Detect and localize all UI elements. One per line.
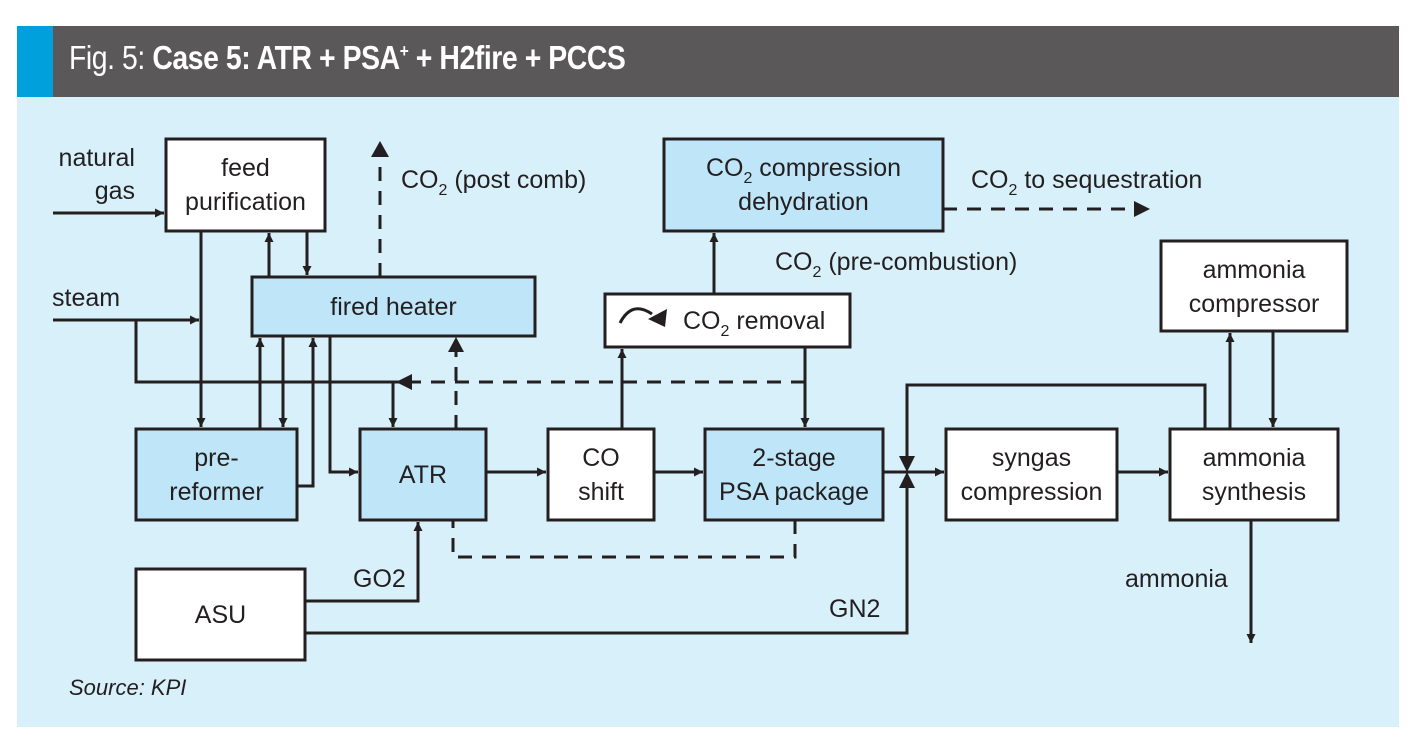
figure-title-rest: + H2fire + PCCS xyxy=(408,39,626,76)
label-gn2: GN2 xyxy=(829,595,880,623)
ammonia-synthesis-label-1: ammonia xyxy=(1203,444,1306,472)
unit-feed-purification: feed purification xyxy=(164,137,327,233)
label-co2-sequestration: CO2 to sequestration xyxy=(971,166,1202,199)
atr-box xyxy=(358,427,488,522)
unit-syngas-compression: syngas compression xyxy=(944,427,1119,522)
stream-psa-tailgas xyxy=(451,520,797,559)
co2-compression-label-1: CO2 compression xyxy=(706,154,901,187)
psa-package-box xyxy=(703,427,885,522)
label-natural-gas-2: gas xyxy=(95,177,135,205)
syngas-compression-box xyxy=(944,427,1119,522)
feed-purification-label-1: feed xyxy=(221,154,270,182)
syngas-compression-label-1: syngas xyxy=(992,444,1071,472)
syngas-compression-label-2: compression xyxy=(961,478,1103,506)
unit-co-shift: CO shift xyxy=(546,427,656,522)
ammonia-compressor-label-1: ammonia xyxy=(1203,256,1306,284)
co-shift-label-1: CO xyxy=(582,444,620,472)
stream-go2 xyxy=(305,522,423,603)
recycle-arrow-head xyxy=(899,456,915,472)
label-ammonia: ammonia xyxy=(1125,565,1228,593)
feed-purification-label-2: purification xyxy=(185,188,306,216)
ammonia-compressor-label-2: compressor xyxy=(1189,290,1320,318)
feed-purification-box xyxy=(164,137,327,233)
figure-label: Fig. 5: xyxy=(69,39,153,76)
figure-title-main: Case 5: ATR + PSA xyxy=(152,39,400,76)
label-co2-pre-combustion: CO2 (pre-combustion) xyxy=(775,248,1017,281)
stream-recycle xyxy=(905,383,1207,463)
stream-heater-to-atr xyxy=(328,336,358,477)
co-shift-label-2: shift xyxy=(578,478,624,506)
recycle-arrow-icon xyxy=(618,307,667,327)
ammonia-compressor-box xyxy=(1159,239,1349,333)
unit-ammonia-synthesis: ammonia synthesis xyxy=(1168,427,1340,522)
unit-co2-removal: CO2 removal xyxy=(603,292,852,349)
gn2-arrow-head xyxy=(899,472,915,488)
label-natural-gas-1: natural xyxy=(59,144,135,172)
co2-removal-label: CO2 removal xyxy=(683,307,825,340)
unit-co2-compression: CO2 compression dehydration xyxy=(662,137,945,233)
label-steam: steam xyxy=(52,284,120,312)
co2-compression-box xyxy=(662,137,945,233)
stream-steam-branch xyxy=(134,320,410,384)
unit-ammonia-compressor: ammonia compressor xyxy=(1159,239,1349,333)
co-shift-box xyxy=(546,427,656,522)
pre-reformer-box xyxy=(134,427,299,522)
figure-title-sup: + xyxy=(399,41,409,61)
co2-removal-box xyxy=(603,292,852,349)
header-accent-bar xyxy=(17,26,53,97)
co2-post-comb-arrow-head xyxy=(371,141,389,157)
psa-package-label-1: 2-stage xyxy=(752,444,835,472)
figure-header: Fig. 5: Case 5: ATR + PSA+ + H2fire + PC… xyxy=(17,26,1399,97)
unit-atr: ATR xyxy=(358,427,488,522)
label-co2-post-comb: CO2 (post comb) xyxy=(401,166,586,199)
fired-heater-box xyxy=(250,275,537,338)
unit-fired-heater: fired heater xyxy=(250,275,537,338)
asu-box xyxy=(134,567,307,662)
psa-package-label-2: PSA package xyxy=(719,478,869,506)
atr-label: ATR xyxy=(399,461,447,489)
stream-prereformer-out-to-heater xyxy=(297,338,318,488)
unit-pre-reformer: pre- reformer xyxy=(134,427,299,522)
unit-psa-package: 2-stage PSA package xyxy=(703,427,885,522)
unit-asu: ASU xyxy=(134,567,307,662)
co2-sequestration-arrow-head xyxy=(1134,201,1150,217)
co2-compression-label-2: dehydration xyxy=(738,188,869,216)
figure-title: Fig. 5: Case 5: ATR + PSA+ + H2fire + PC… xyxy=(69,39,626,77)
fired-heater-label: fired heater xyxy=(330,293,456,321)
offgas-heater-arrow-head xyxy=(448,337,464,352)
offgas-arrow-head xyxy=(396,374,412,390)
stream-gn2 xyxy=(305,481,909,635)
ammonia-synthesis-box xyxy=(1168,427,1340,522)
pre-reformer-label-1: pre- xyxy=(194,444,238,472)
source-note: Source: KPI xyxy=(69,675,187,700)
pre-reformer-label-2: reformer xyxy=(169,478,263,506)
label-go2: GO2 xyxy=(353,565,406,593)
ammonia-synthesis-label-2: synthesis xyxy=(1202,478,1306,506)
asu-label: ASU xyxy=(195,601,246,629)
